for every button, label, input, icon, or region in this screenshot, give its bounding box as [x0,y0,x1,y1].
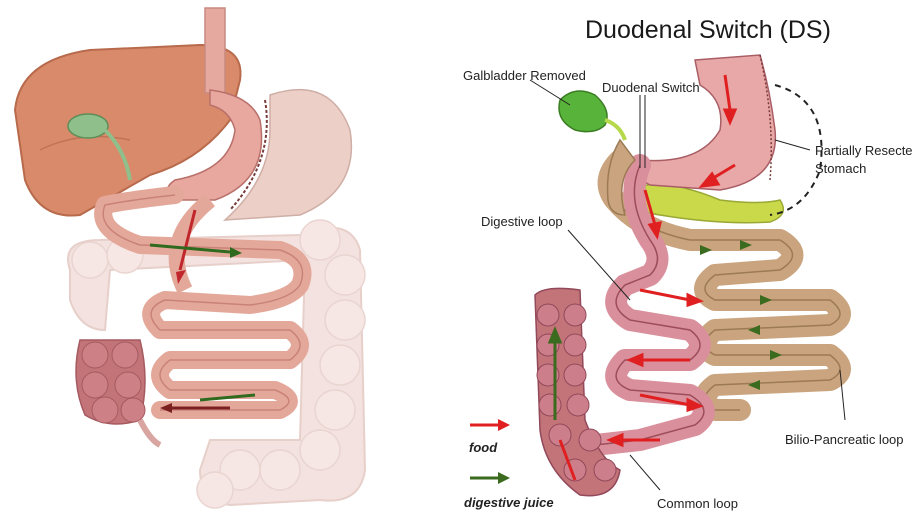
left-anatomy-illustration [15,8,365,508]
label-bilio-pancreatic-loop: Bilio-Pancreatic loop [785,432,904,447]
legend-food-label: food [469,440,497,455]
gallbladder-removed [559,91,607,132]
diagram-title: Duodenal Switch (DS) [585,16,831,45]
esophagus [205,8,225,93]
label-common-loop: Common loop [657,496,738,511]
label-partially-resected: Partially Resected [815,143,912,158]
label-digestive-loop: Digestive loop [481,214,563,229]
right-ds-illustration [470,55,845,496]
removed-stomach-outline [770,85,822,215]
label-stomach: Stomach [815,161,866,176]
label-duodenal-switch: Duodenal Switch [602,80,700,95]
partially-resected-stomach [637,55,776,190]
legend-digestive-juice-label: digestive juice [464,495,554,510]
gallbladder-left [68,114,108,138]
label-gallbladder-removed: Galbladder Removed [463,68,586,83]
